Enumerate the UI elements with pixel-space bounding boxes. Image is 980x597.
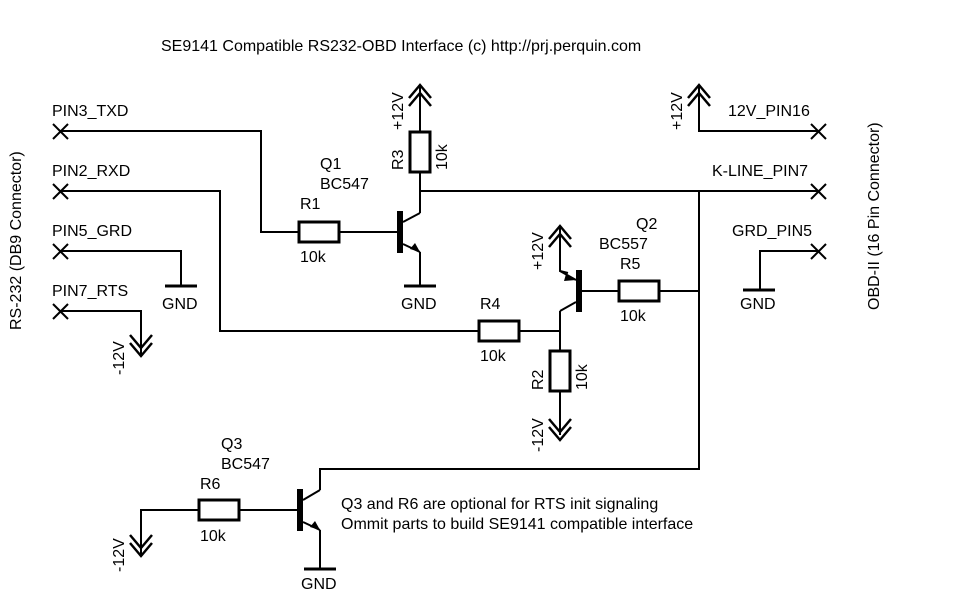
q2-ref: Q2 bbox=[636, 216, 657, 233]
schematic-title: SE9141 Compatible RS232-OBD Interface (c… bbox=[161, 38, 641, 55]
resistor-r4 bbox=[477, 319, 521, 343]
pin-grd-obd: GRD_PIN5 bbox=[732, 223, 827, 260]
plus12v-arrow-icon bbox=[548, 224, 572, 248]
wire-grd-obd bbox=[759, 250, 818, 289]
minus12v-arrow-icon bbox=[129, 534, 153, 558]
transistor-q2-icon bbox=[559, 270, 582, 312]
pin-rxd: PIN2_RXD bbox=[52, 163, 130, 200]
q3-ref: Q3 bbox=[221, 436, 242, 453]
minus12v-arrow-icon bbox=[129, 334, 153, 358]
resistor-r2 bbox=[548, 349, 572, 393]
q3-part: BC547 bbox=[221, 456, 270, 473]
plus12v-label-pin16: +12V bbox=[669, 92, 686, 130]
pin-rts: PIN7_RTS bbox=[52, 283, 128, 320]
pin-rts-label: PIN7_RTS bbox=[52, 283, 128, 300]
pin-grd: PIN5_GRD bbox=[52, 223, 132, 260]
minus12v-label-r2: -12V bbox=[530, 418, 547, 452]
wire-kline-bus bbox=[319, 191, 700, 490]
r2-ref: R2 bbox=[530, 369, 547, 390]
resistor-r3 bbox=[408, 130, 432, 174]
note-line-1: Q3 and R6 are optional for RTS init sign… bbox=[341, 496, 658, 513]
r2-value: 10k bbox=[574, 363, 591, 390]
pin-kline-label: K-LINE_PIN7 bbox=[712, 163, 808, 180]
pin-x-icon bbox=[810, 183, 827, 200]
obd-connector-label: OBD-II (16 Pin Connector) bbox=[866, 122, 883, 310]
pin-txd-label: PIN3_TXD bbox=[52, 103, 128, 120]
wire-txd bbox=[60, 130, 298, 233]
plus12v-label-r3: +12V bbox=[390, 92, 407, 130]
r3-ref: R3 bbox=[390, 149, 407, 170]
gnd-label: GND bbox=[301, 576, 337, 593]
wire-rts bbox=[60, 310, 142, 355]
r6-value: 10k bbox=[200, 528, 227, 545]
resistor-r5 bbox=[617, 279, 661, 303]
q1-ref: Q1 bbox=[320, 156, 341, 173]
pin-grd-obd-label: GRD_PIN5 bbox=[732, 223, 812, 240]
r5-value: 10k bbox=[620, 308, 647, 325]
gnd-label: GND bbox=[162, 296, 198, 313]
r5-ref: R5 bbox=[620, 256, 641, 273]
pin-grd-label: PIN5_GRD bbox=[52, 223, 132, 240]
minus12v-label-rts: -12V bbox=[111, 341, 128, 375]
wire-pin5-gnd bbox=[60, 250, 182, 285]
q1-part: BC547 bbox=[320, 176, 369, 193]
r1-value: 10k bbox=[300, 249, 327, 266]
plus12v-arrow-icon bbox=[408, 83, 432, 107]
rs232-connector-label: RS-232 (DB9 Connector) bbox=[8, 151, 25, 330]
gnd-label: GND bbox=[740, 296, 776, 313]
transistor-q1-icon bbox=[397, 211, 421, 253]
pin-12v: 12V_PIN16 bbox=[728, 103, 827, 140]
pin-12v-label: 12V_PIN16 bbox=[728, 103, 810, 120]
resistor-r1 bbox=[297, 220, 341, 244]
transistor-q3-icon bbox=[297, 489, 321, 531]
minus12v-label-q3: -12V bbox=[111, 538, 128, 572]
pin-txd: PIN3_TXD bbox=[52, 103, 128, 140]
resistor-r6 bbox=[197, 498, 241, 522]
wire-minus12-r6 bbox=[140, 509, 198, 555]
plus12v-label-q2: +12V bbox=[530, 232, 547, 270]
wire-12v-pin16 bbox=[698, 85, 818, 132]
pin-x-icon bbox=[810, 243, 827, 260]
gnd-label: GND bbox=[401, 296, 437, 313]
pin-kline: K-LINE_PIN7 bbox=[712, 163, 827, 200]
wire-rxd bbox=[60, 190, 478, 332]
r3-value: 10k bbox=[434, 143, 451, 170]
r4-ref: R4 bbox=[480, 296, 501, 313]
minus12v-arrow-icon bbox=[548, 418, 572, 442]
pin-x-icon bbox=[810, 123, 827, 140]
note-line-2: Ommit parts to build SE9141 compatible i… bbox=[341, 516, 693, 533]
q2-part: BC557 bbox=[599, 236, 648, 253]
r6-ref: R6 bbox=[200, 476, 221, 493]
pin-rxd-label: PIN2_RXD bbox=[52, 163, 130, 180]
plus12v-arrow-icon bbox=[687, 83, 711, 107]
r1-ref: R1 bbox=[300, 196, 321, 213]
r4-value: 10k bbox=[480, 348, 507, 365]
